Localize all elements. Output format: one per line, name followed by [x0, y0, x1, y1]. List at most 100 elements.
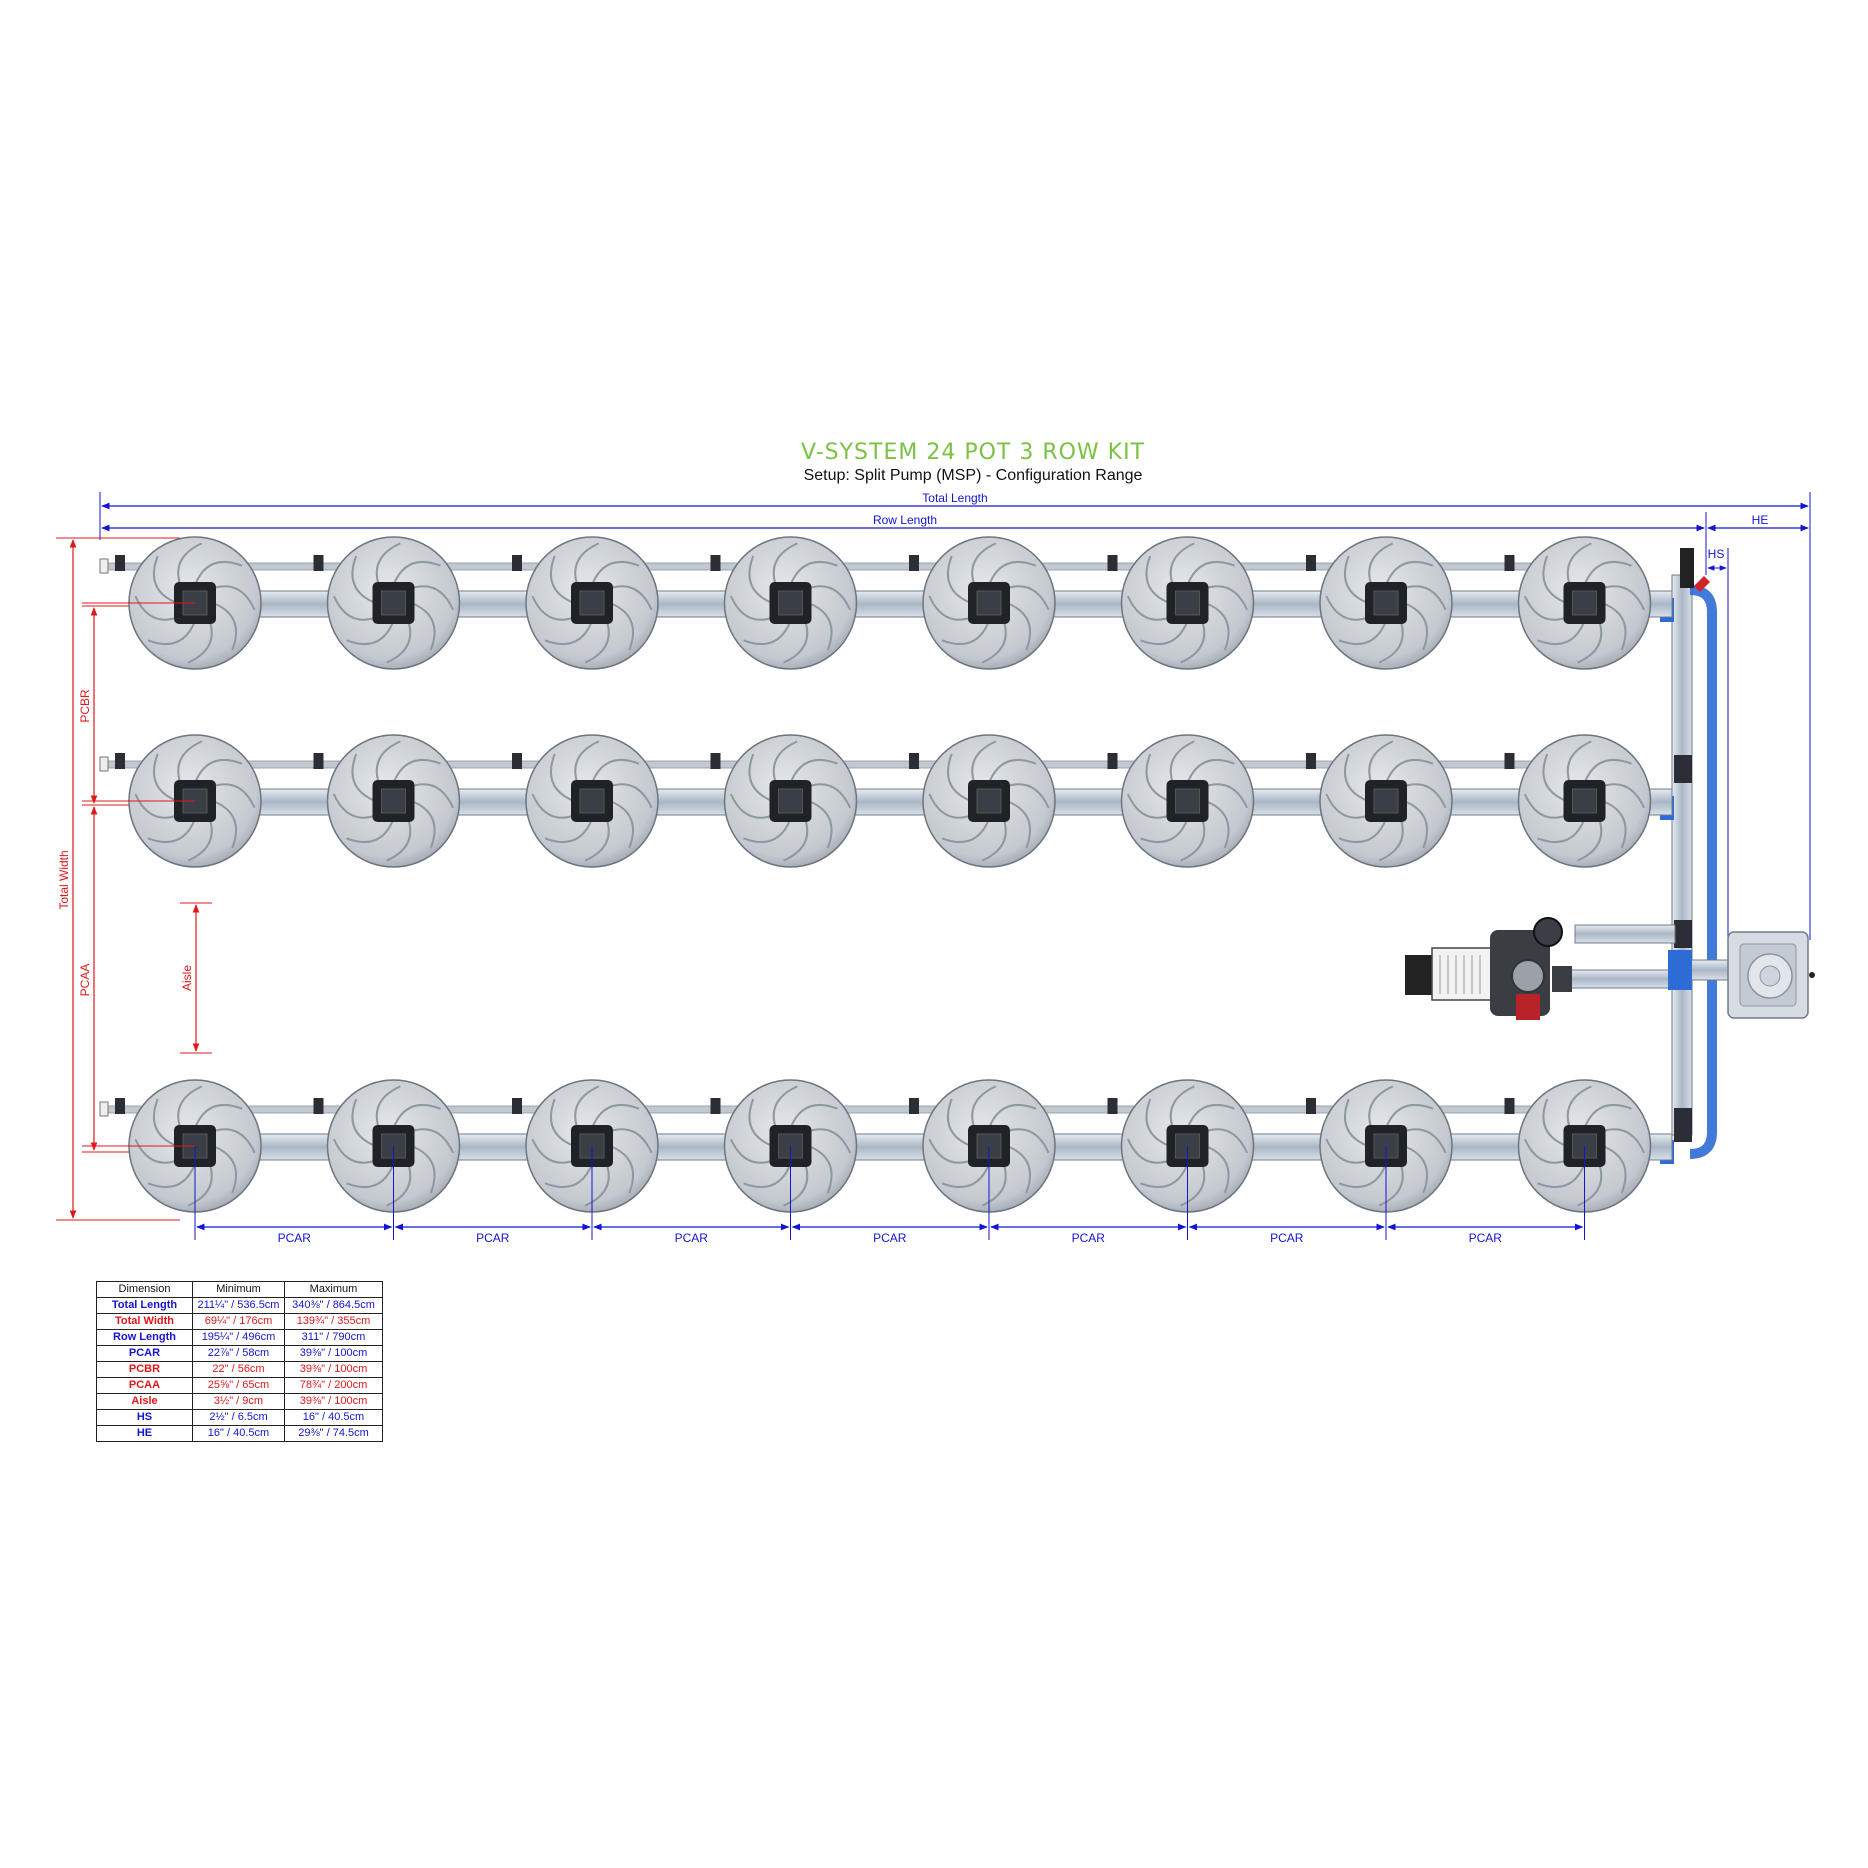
pot-swirl-rib: [808, 800, 833, 849]
total-length-label: Total Length: [922, 491, 987, 505]
pot: [710, 1079, 858, 1240]
pot: [313, 734, 461, 868]
pot-swirl-rib: [1186, 759, 1235, 784]
dripper-connector-icon: [115, 1098, 125, 1114]
pot-swirl-rib: [147, 1163, 196, 1188]
dripper-connector-icon: [313, 555, 324, 571]
dripper-connector-icon: [512, 753, 522, 769]
pot-swirl-rib: [1385, 1104, 1434, 1129]
table-cell-minimum: 16" / 40.5cm: [192, 1425, 285, 1442]
pot-swirl-rib: [1145, 753, 1170, 802]
pot-swirl-rib: [147, 620, 196, 645]
pot-swirl-rib: [1537, 818, 1586, 843]
table-cell-minimum: 211¼" / 536.5cm: [192, 1297, 285, 1314]
dripper-connector-icon: [710, 555, 721, 571]
pot: [313, 1079, 461, 1240]
pot-swirl-rib: [544, 1163, 593, 1188]
pot-swirl-rib: [1602, 602, 1627, 651]
dripper-connector-icon: [1504, 1098, 1515, 1114]
pot-swirl-rib: [194, 1104, 243, 1129]
pot-swirl-rib: [153, 753, 178, 802]
table-cell-minimum: 2½" / 6.5cm: [192, 1409, 285, 1426]
pot-swirl-rib: [550, 1098, 575, 1147]
pot-swirl-rib: [346, 620, 395, 645]
pot-swirl-rib: [1537, 620, 1586, 645]
pot-swirl-rib: [988, 561, 1037, 586]
hs-label: HS: [1708, 547, 1725, 561]
pot-swirl-rib: [1006, 800, 1031, 849]
pot-swirl-rib: [411, 800, 436, 849]
pot-swirl-rib: [212, 602, 237, 651]
dripper-connector-icon: [115, 555, 125, 571]
pot-drain-grate: [1175, 590, 1200, 616]
table-cell-dimension: Total Length: [96, 1297, 193, 1314]
table-cell-minimum: 69¼" / 176cm: [192, 1313, 285, 1330]
pcar-label: PCAR: [1270, 1231, 1304, 1245]
pot: [512, 734, 659, 868]
pot-swirl-rib: [988, 1104, 1037, 1129]
aisle-label: Aisle: [180, 965, 194, 991]
table-cell-dimension: PCAA: [96, 1377, 193, 1394]
pot: [1107, 1079, 1255, 1240]
dripper-connector-icon: [115, 753, 125, 769]
total-width-label: Total Width: [57, 850, 71, 909]
table-cell-dimension: Total Width: [96, 1313, 193, 1330]
pot-swirl-rib: [609, 602, 634, 651]
he-dimension: HE: [1707, 513, 1809, 532]
pot-swirl-rib: [1344, 555, 1369, 604]
hs-dimension: HS: [1707, 547, 1729, 940]
table-cell-dimension: PCBR: [96, 1361, 193, 1378]
pot-swirl-rib: [1145, 555, 1170, 604]
pot-swirl-rib: [351, 753, 376, 802]
pcar-label: PCAR: [476, 1231, 510, 1245]
pot-swirl-rib: [748, 1098, 773, 1147]
pot-swirl-rib: [1583, 759, 1632, 784]
dripper-connector-icon: [1107, 1098, 1118, 1114]
dripper-connector-icon: [512, 1098, 522, 1114]
pot-swirl-rib: [392, 759, 441, 784]
pot-row: [82, 734, 1673, 868]
table-cell-dimension: HS: [96, 1409, 193, 1426]
pcar-dimension: PCAR: [791, 1223, 988, 1245]
pot-drain-grate: [1572, 788, 1597, 814]
pot-drain-grate: [976, 788, 1002, 814]
table-cell-maximum: 78¾" / 200cm: [284, 1377, 383, 1394]
pot-drain-grate: [1572, 590, 1597, 616]
pot-swirl-rib: [1602, 800, 1627, 849]
table-cell-maximum: 311" / 790cm: [284, 1329, 383, 1346]
pot-swirl-rib: [609, 800, 634, 849]
pot-drain-grate: [1373, 590, 1399, 616]
pot: [1504, 536, 1652, 670]
table-cell-minimum: 22⅞" / 58cm: [192, 1345, 285, 1362]
pot-swirl-rib: [212, 800, 237, 849]
flow-valve-icon: [1533, 917, 1563, 947]
pot-swirl-rib: [947, 1098, 972, 1147]
dripper-connector-icon: [313, 1098, 324, 1114]
pot-swirl-rib: [1205, 800, 1230, 849]
pot-swirl-rib: [1403, 800, 1428, 849]
pot-swirl-rib: [1205, 602, 1230, 651]
pot-row: [82, 536, 1673, 670]
pot-swirl-rib: [1186, 561, 1235, 586]
pot-swirl-rib: [743, 620, 792, 645]
pot-drain-grate: [381, 590, 406, 616]
pot-swirl-rib: [351, 555, 376, 604]
pot-swirl-rib: [351, 1098, 376, 1147]
return-manifold: [1660, 548, 1717, 1164]
pot-swirl-rib: [941, 1163, 990, 1188]
pot: [1306, 1079, 1453, 1240]
pot-swirl-rib: [1583, 561, 1632, 586]
dripper-connector-icon: [1107, 555, 1118, 571]
pot-drain-grate: [976, 590, 1002, 616]
reservoir: [1727, 931, 1815, 1019]
table-header-maximum: Maximum: [284, 1281, 383, 1298]
pot-swirl-rib: [947, 753, 972, 802]
